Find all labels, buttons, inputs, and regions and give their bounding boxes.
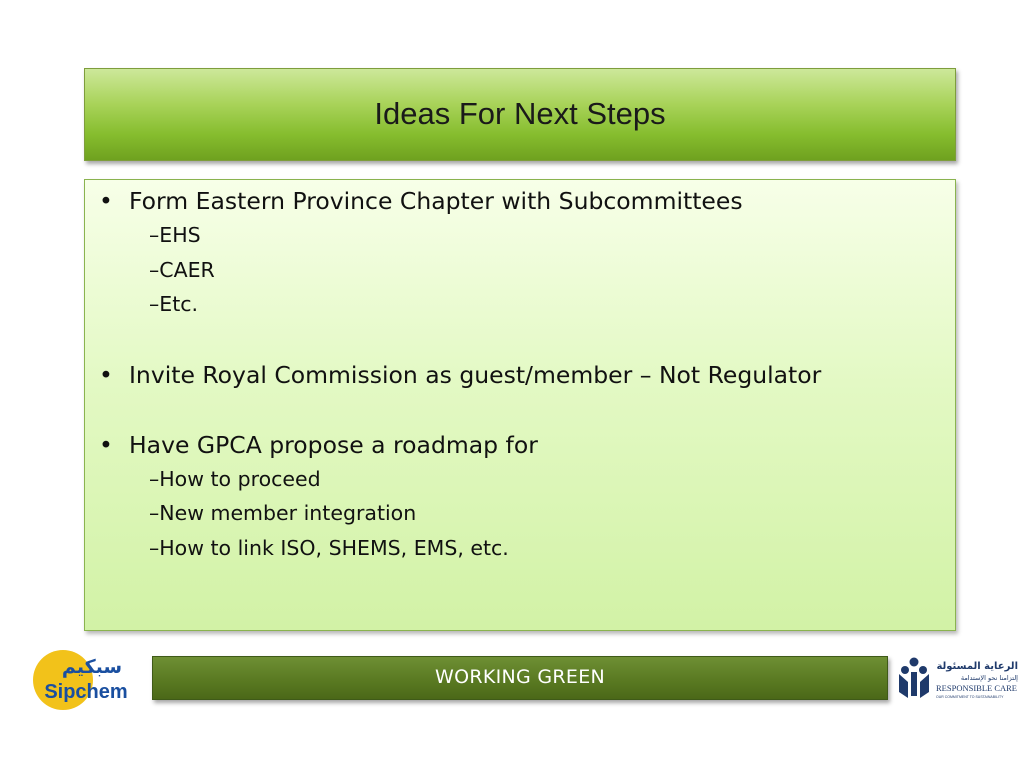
sub-item: –How to link ISO, SHEMS, EMS, etc.	[149, 535, 509, 560]
sub-item: –New member integration	[149, 501, 417, 525]
slide-title: Ideas For Next Steps	[374, 95, 666, 131]
bullet-dot: •	[99, 187, 113, 215]
rc-name: RESPONSIBLE CARE	[936, 683, 1017, 693]
bullet-text: Have GPCA propose a roadmap for	[129, 430, 538, 459]
bullet-text: Invite Royal Commission as guest/member …	[129, 360, 822, 389]
title-bar: Ideas For Next Steps	[84, 68, 956, 161]
spacer	[99, 392, 945, 428]
sub-item: –Etc.	[149, 292, 199, 316]
bullet-dot: •	[99, 360, 113, 389]
rc-arabic-title: الرعاية المسئولة	[936, 661, 1018, 672]
sub-item: –EHS	[149, 223, 201, 247]
bullet-item: • Form Eastern Province Chapter with Sub…	[99, 184, 945, 218]
sipchem-latin-wordmark: Sipchem	[44, 681, 127, 703]
footer-bar: WORKING GREEN	[152, 656, 888, 700]
rc-arabic-tagline: إلتزامنا نحو الإستدامة	[961, 674, 1018, 682]
rc-tagline: OUR COMMITMENT TO SUSTAINABILITY	[936, 695, 1004, 699]
sub-item: –CAER	[149, 257, 215, 282]
spacer	[99, 322, 945, 358]
responsible-care-hands-icon	[899, 657, 929, 698]
bullet-item: • Have GPCA propose a roadmap for	[99, 428, 945, 462]
bullet-dot: •	[99, 430, 113, 459]
bullet-text: Form Eastern Province Chapter with Subco…	[129, 187, 743, 215]
sipchem-arabic-wordmark: سبكيم	[62, 656, 122, 678]
bullet-list: • Form Eastern Province Chapter with Sub…	[99, 184, 945, 565]
sipchem-logo-circle	[33, 650, 93, 710]
responsible-care-logo: الرعاية المسئولة إلتزامنا نحو الإستدامة …	[899, 657, 1018, 699]
sub-item: –How to proceed	[149, 466, 321, 491]
footer-label: WORKING GREEN	[434, 666, 606, 688]
bullet-item: • Invite Royal Commission as guest/membe…	[99, 358, 945, 392]
sipchem-logo: سبكيم Sipchem	[33, 650, 128, 710]
content-box: • Form Eastern Province Chapter with Sub…	[84, 179, 956, 631]
